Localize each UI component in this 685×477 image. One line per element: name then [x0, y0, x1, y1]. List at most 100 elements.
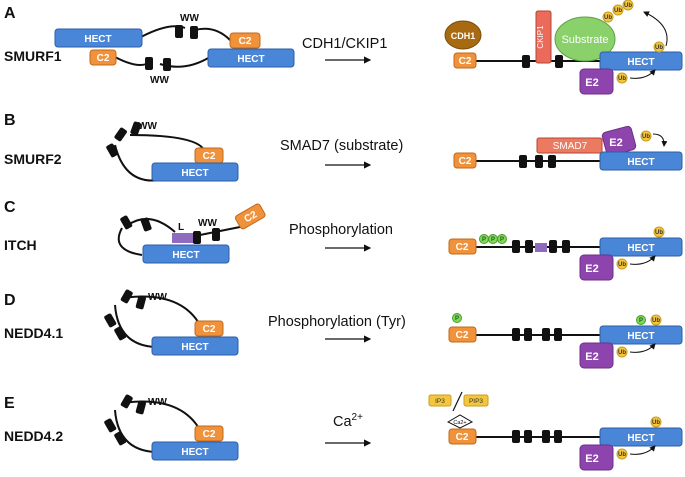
protein-name-smurf2: SMURF2 — [4, 151, 62, 167]
protein-name-nedd4-2: NEDD4.2 — [4, 428, 63, 444]
svg-text:C2: C2 — [459, 156, 472, 167]
svg-text:P: P — [500, 237, 504, 243]
svg-text:Ub: Ub — [655, 45, 663, 51]
smad7-label: SMAD7 — [553, 141, 588, 152]
svg-text:IP3: IP3 — [435, 398, 445, 405]
svg-text:HECT: HECT — [181, 342, 208, 353]
panel-letter-e: E — [4, 395, 15, 412]
e2-enzyme — [579, 68, 614, 95]
svg-text:Ub: Ub — [604, 15, 612, 21]
ww-domain — [163, 58, 171, 71]
ww-label: WW — [180, 13, 199, 24]
svg-text:Ub: Ub — [618, 350, 626, 356]
hect-label: HECT — [237, 54, 264, 65]
c2-label: C2 — [239, 36, 252, 47]
e2-enzyme — [579, 254, 614, 281]
panel-a: A SMURF1 HECT C2 C2 HECT WW WW CDH1/CKIP… — [4, 0, 683, 95]
panel-letter-d: D — [4, 292, 16, 309]
panel-c: C ITCH L WW C2 HECT Phosphorylation C2 P… — [4, 199, 683, 281]
panel-letter-b: B — [4, 112, 16, 129]
svg-text:E2: E2 — [609, 137, 622, 149]
e2-enzyme — [579, 342, 614, 369]
panel-e: E NEDD4.2 WW C2 HECT Ca2+ IP3 PIP3 Ca2+ … — [4, 391, 683, 471]
svg-text:P: P — [455, 316, 459, 322]
ww-label: WW — [150, 75, 169, 86]
calcium-binder — [446, 414, 474, 429]
hect-domain — [142, 244, 230, 264]
svg-text:C2: C2 — [456, 432, 469, 443]
stimulus-label-a: CDH1/CKIP1 — [302, 36, 387, 52]
ww-domain — [145, 57, 153, 70]
hect-label: HECT — [84, 34, 111, 45]
svg-text:Ub: Ub — [618, 76, 626, 82]
stimulus-label-d: Phosphorylation (Tyr) — [268, 314, 406, 330]
ckip1-binder — [535, 10, 552, 64]
svg-text:HECT: HECT — [627, 243, 654, 254]
ww-label: WW — [148, 397, 167, 408]
svg-text:Ub: Ub — [618, 262, 626, 268]
stimulus-label-e: Ca2+ — [333, 412, 363, 430]
svg-text:Ub: Ub — [642, 134, 650, 140]
ww-domain — [190, 26, 198, 39]
ww-label: WW — [138, 121, 157, 132]
cdh1-label: CDH1 — [451, 31, 476, 41]
c2-domain — [453, 52, 477, 69]
ckip1-label: CKIP1 — [536, 25, 545, 49]
panel-d: D NEDD4.1 WW C2 HECT Phosphorylation (Ty… — [4, 289, 683, 369]
hect-domain — [54, 28, 143, 48]
hect-domain — [599, 51, 683, 71]
c2-label: C2 — [459, 56, 472, 67]
svg-text:HECT: HECT — [181, 447, 208, 458]
svg-text:P: P — [491, 237, 495, 243]
protein-name-nedd4-1: NEDD4.1 — [4, 325, 63, 341]
c2-domain — [234, 203, 266, 230]
svg-text:Ub: Ub — [624, 3, 632, 9]
ww-label: WW — [148, 292, 167, 303]
svg-text:HECT: HECT — [627, 331, 654, 342]
svg-text:P: P — [639, 318, 643, 324]
ww-label: WW — [198, 218, 217, 229]
hect-domain — [599, 151, 683, 171]
svg-text:Ub: Ub — [652, 420, 660, 426]
svg-text:HECT: HECT — [627, 157, 654, 168]
svg-text:Ub: Ub — [618, 452, 626, 458]
svg-text:Ub: Ub — [652, 318, 660, 324]
c2-domain — [89, 49, 117, 66]
svg-text:PIP3: PIP3 — [469, 398, 483, 405]
svg-text:C2: C2 — [203, 429, 216, 440]
panel-letter-a: A — [4, 5, 16, 22]
hect-domain — [207, 48, 295, 68]
svg-text:E2: E2 — [585, 453, 598, 465]
ip3-binder — [428, 394, 452, 407]
substrate-label: Substrate — [561, 34, 608, 46]
ww-domain — [175, 25, 183, 38]
stimulus-label-c: Phosphorylation — [289, 222, 393, 238]
svg-text:C2: C2 — [203, 151, 216, 162]
hect-domain — [151, 162, 239, 182]
panel-letter-c: C — [4, 199, 16, 216]
svg-text:HECT: HECT — [627, 433, 654, 444]
svg-text:HECT: HECT — [172, 250, 199, 261]
svg-text:Ub: Ub — [614, 8, 622, 14]
svg-text:C2: C2 — [456, 242, 469, 253]
e2-enzyme — [579, 444, 614, 471]
protein-name-smurf1: SMURF1 — [4, 48, 62, 64]
substrate-binder — [554, 16, 616, 62]
protein-name-itch: ITCH — [4, 237, 37, 253]
svg-text:C2: C2 — [203, 324, 216, 335]
smad7-binder — [536, 137, 603, 154]
e2-label: E2 — [585, 77, 598, 89]
svg-text:HECT: HECT — [181, 168, 208, 179]
hect-label: HECT — [627, 57, 654, 68]
stimulus-label-b: SMAD7 (substrate) — [280, 138, 403, 154]
c2-label: C2 — [97, 53, 110, 64]
svg-text:C2: C2 — [456, 330, 469, 341]
svg-text:P: P — [482, 237, 486, 243]
svg-text:E2: E2 — [585, 263, 598, 275]
linker-label: L — [178, 222, 184, 233]
c2-domain — [229, 32, 261, 49]
svg-text:Ca2+: Ca2+ — [453, 420, 466, 426]
pip3-binder — [463, 394, 489, 407]
svg-text:Ub: Ub — [655, 230, 663, 236]
